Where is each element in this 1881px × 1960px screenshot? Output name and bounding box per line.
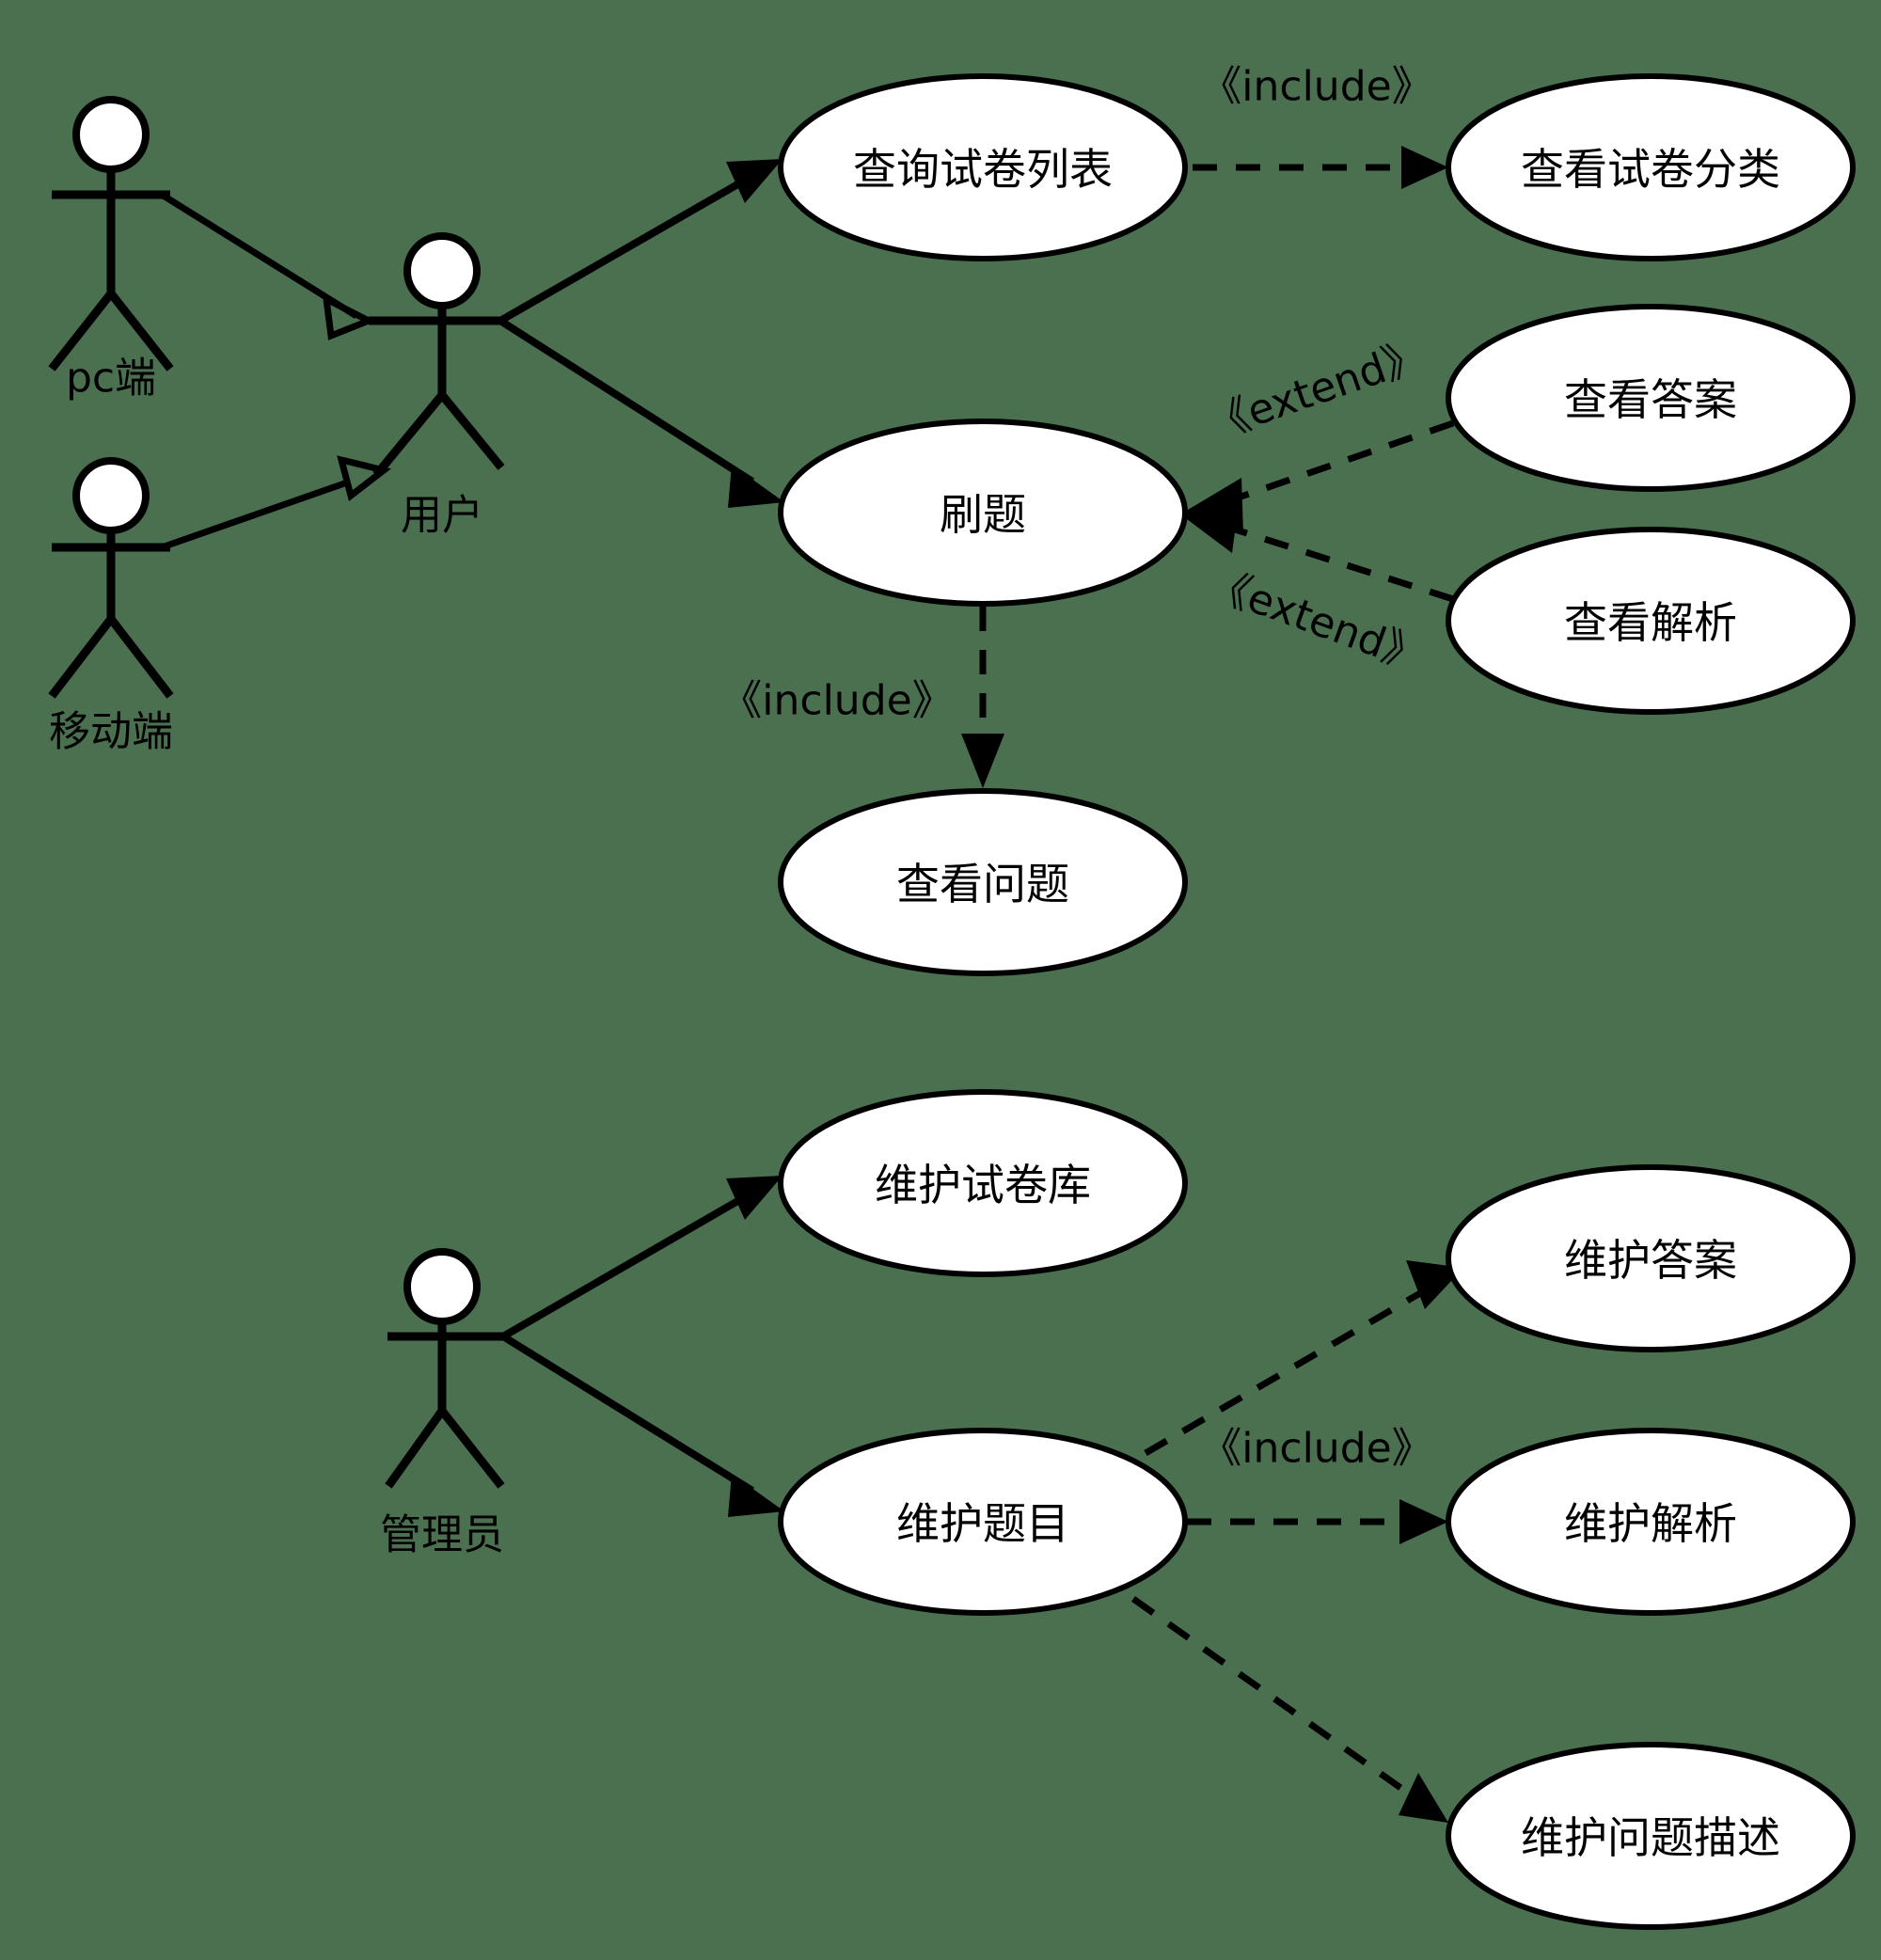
generalization-line [160,478,352,551]
actor-right-leg-line [107,616,174,699]
include-arrowhead [1399,1773,1448,1823]
actor-mobile-label: 移动端 [49,708,173,756]
generalization-pc-to-user [160,192,377,340]
actor-left-leg-line [48,616,115,699]
generalization-arrowhead [337,455,391,501]
include-practice-to-view-question: 《include》 [720,607,1004,788]
actor-admin[interactable]: 管理员 [380,1248,505,1559]
association-admin-to-maintain-question [500,1333,784,1517]
association-line [498,172,754,324]
include-stereotype-label: 《include》 [1200,1425,1432,1473]
actor-mobile[interactable]: 移动端 [48,457,174,756]
use-case-ellipse [1446,527,1856,715]
include-query-list-to-paper-category: 《include》 [1193,63,1448,189]
association-arrowhead [726,159,782,203]
actor-right-leg-line [438,392,505,470]
association-arrowhead [726,1176,782,1220]
include-maintain-question-to-analysis: 《include》 [1187,1425,1448,1544]
include-arrowhead [961,734,1004,788]
use-case-label: 查看答案 [1564,374,1737,425]
actor-pc-label: pc端 [66,355,156,403]
use-case-view-question[interactable]: 查看问题 [778,788,1188,976]
use-case-label: 查看问题 [896,859,1069,909]
extend-arrowhead [1183,497,1240,553]
extend-dependency-line [1230,525,1455,603]
actor-admin-label: 管理员 [380,1511,504,1559]
actor-head-icon [72,457,150,534]
use-case-query-paper-list[interactable]: 查询试卷列表 [778,73,1188,261]
include-arrowhead [1399,1499,1448,1544]
association-line [500,1333,755,1494]
include-dependency-line [1130,1596,1409,1794]
actor-right-leg-line [438,1408,505,1489]
association-line [498,317,755,485]
actor-pc[interactable]: pc端 [48,96,174,403]
use-case-maintain-analysis[interactable]: 维护解析 [1446,1428,1856,1616]
use-case-label: 维护答案 [1564,1235,1737,1286]
generalization-arrowhead [322,292,377,340]
use-case-label: 查询试卷列表 [853,144,1113,195]
actor-user-label: 用户 [401,492,483,540]
use-case-label: 维护问题描述 [1521,1812,1780,1863]
use-case-label: 维护解析 [1564,1498,1737,1549]
use-case-ellipse [1446,73,1856,261]
association-user-to-query-paper-list [498,159,782,324]
association-user-to-practice [498,317,784,508]
include-stereotype-label: 《include》 [1200,63,1432,111]
use-case-view-answer[interactable]: 查看答案 [1446,304,1856,492]
use-case-ellipse [778,788,1188,976]
include-arrowhead [1401,146,1448,189]
actor-left-leg-line [385,1408,446,1489]
extend-view-analysis-to-practice: 《extend》 [1183,497,1455,682]
extend-dependency-line [1228,419,1455,504]
use-case-ellipse [1446,1164,1856,1352]
include-maintain-question-to-question-desc [1130,1596,1448,1823]
use-case-view-analysis[interactable]: 查看解析 [1446,527,1856,715]
use-case-ellipse [1446,1742,1856,1930]
actor-head-icon [403,232,481,309]
use-case-label: 维护试卷库 [875,1160,1091,1210]
association-admin-to-maintain-paper-db [500,1176,782,1340]
use-case-ellipse [1446,304,1856,492]
use-case-label: 查看解析 [1564,597,1737,648]
use-case-practice[interactable]: 刷题 [778,419,1188,607]
use-case-maintain-question-desc[interactable]: 维护问题描述 [1446,1742,1856,1930]
use-case-label: 维护题目 [896,1498,1069,1549]
use-case-maintain-question[interactable]: 维护题目 [778,1428,1188,1616]
use-case-ellipse [1446,1428,1856,1616]
actor-right-leg-line [107,291,174,371]
extend-stereotype-label: 《extend》 [1202,331,1431,450]
use-case-view-paper-category[interactable]: 查看试卷分类 [1446,73,1856,261]
actor-head-icon [72,96,150,173]
include-dependency-line [1144,1289,1422,1457]
use-case-maintain-paper-db[interactable]: 维护试卷库 [778,1089,1188,1277]
association-arrowhead [728,1474,784,1517]
use-case-ellipse [778,73,1188,261]
association-line [500,1189,755,1340]
use-case-ellipse [778,1428,1188,1616]
use-case-ellipse [778,1089,1188,1277]
association-arrowhead [728,465,784,508]
use-case-maintain-answer[interactable]: 维护答案 [1446,1164,1856,1352]
use-case-label: 刷题 [940,489,1026,540]
actor-left-leg-line [372,392,446,478]
include-stereotype-label: 《include》 [720,677,953,725]
generalization-mobile-to-user [160,455,391,551]
actor-head-icon [403,1248,481,1325]
actor-left-leg-line [48,291,115,371]
actor-user[interactable]: 用户 [369,232,505,540]
use-case-label: 查看试卷分类 [1521,144,1780,195]
